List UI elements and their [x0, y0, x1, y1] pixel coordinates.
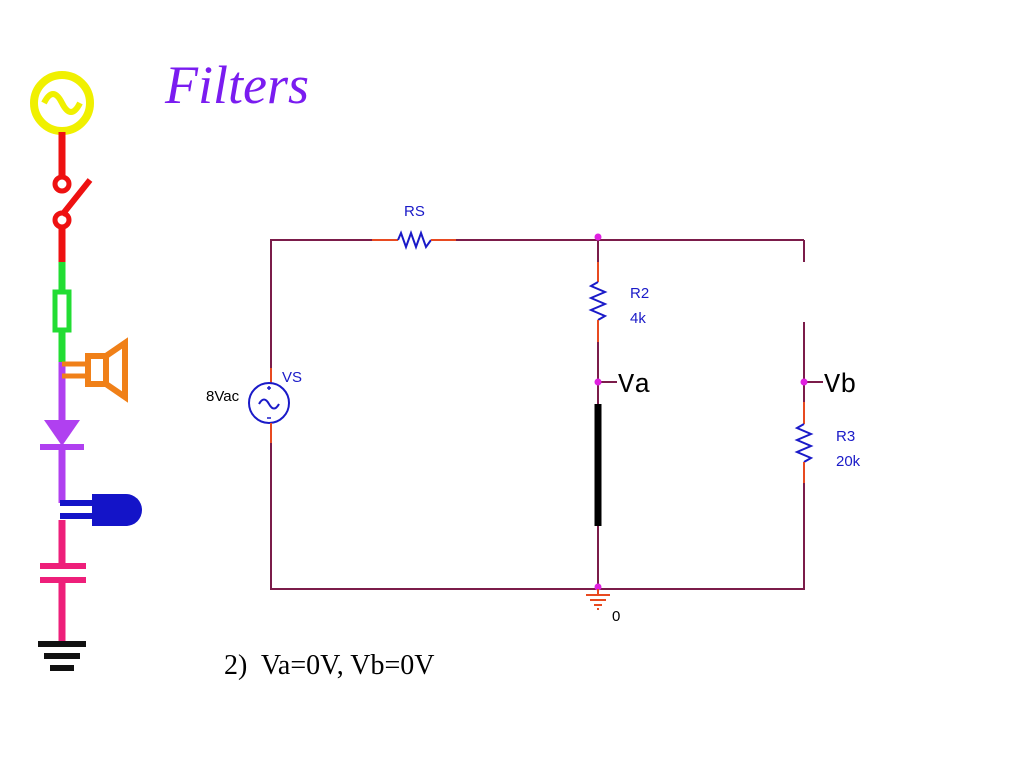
slide-title: Filters	[165, 55, 309, 115]
fuse-icon	[52, 262, 72, 362]
led-icon	[60, 494, 142, 526]
capacitor-icon	[40, 520, 86, 642]
vb-label: Vb	[824, 371, 856, 401]
voltage-source: VS 8Vac	[206, 368, 302, 443]
ground-icon	[38, 641, 86, 671]
switch-icon	[52, 132, 93, 262]
speaker-icon	[58, 337, 128, 420]
r3-value: 20k	[836, 453, 861, 470]
rs-label: RS	[404, 203, 425, 220]
r2-resistor: R2 4k	[588, 262, 649, 342]
r3-resistor: R3 20k	[794, 402, 861, 483]
slide-caption: 2) Va=0V, Vb=0V	[224, 650, 435, 681]
r3-label: R3	[836, 428, 855, 445]
source-value: 8Vac	[206, 388, 240, 405]
wires	[270, 239, 805, 590]
diode-icon	[40, 420, 84, 503]
node-va: Va	[594, 371, 650, 401]
r2-label: R2	[630, 285, 649, 302]
node-vb: Vb	[800, 371, 856, 401]
rs-resistor: RS	[372, 203, 456, 250]
junction-top	[594, 233, 602, 241]
r2-value: 4k	[630, 310, 646, 327]
ground-label: 0	[612, 608, 620, 625]
ac-source-icon	[30, 71, 94, 135]
source-name: VS	[282, 369, 302, 386]
va-label: Va	[618, 371, 650, 401]
sidebar-decoration	[30, 71, 142, 671]
ground-symbol: 0	[586, 583, 620, 625]
